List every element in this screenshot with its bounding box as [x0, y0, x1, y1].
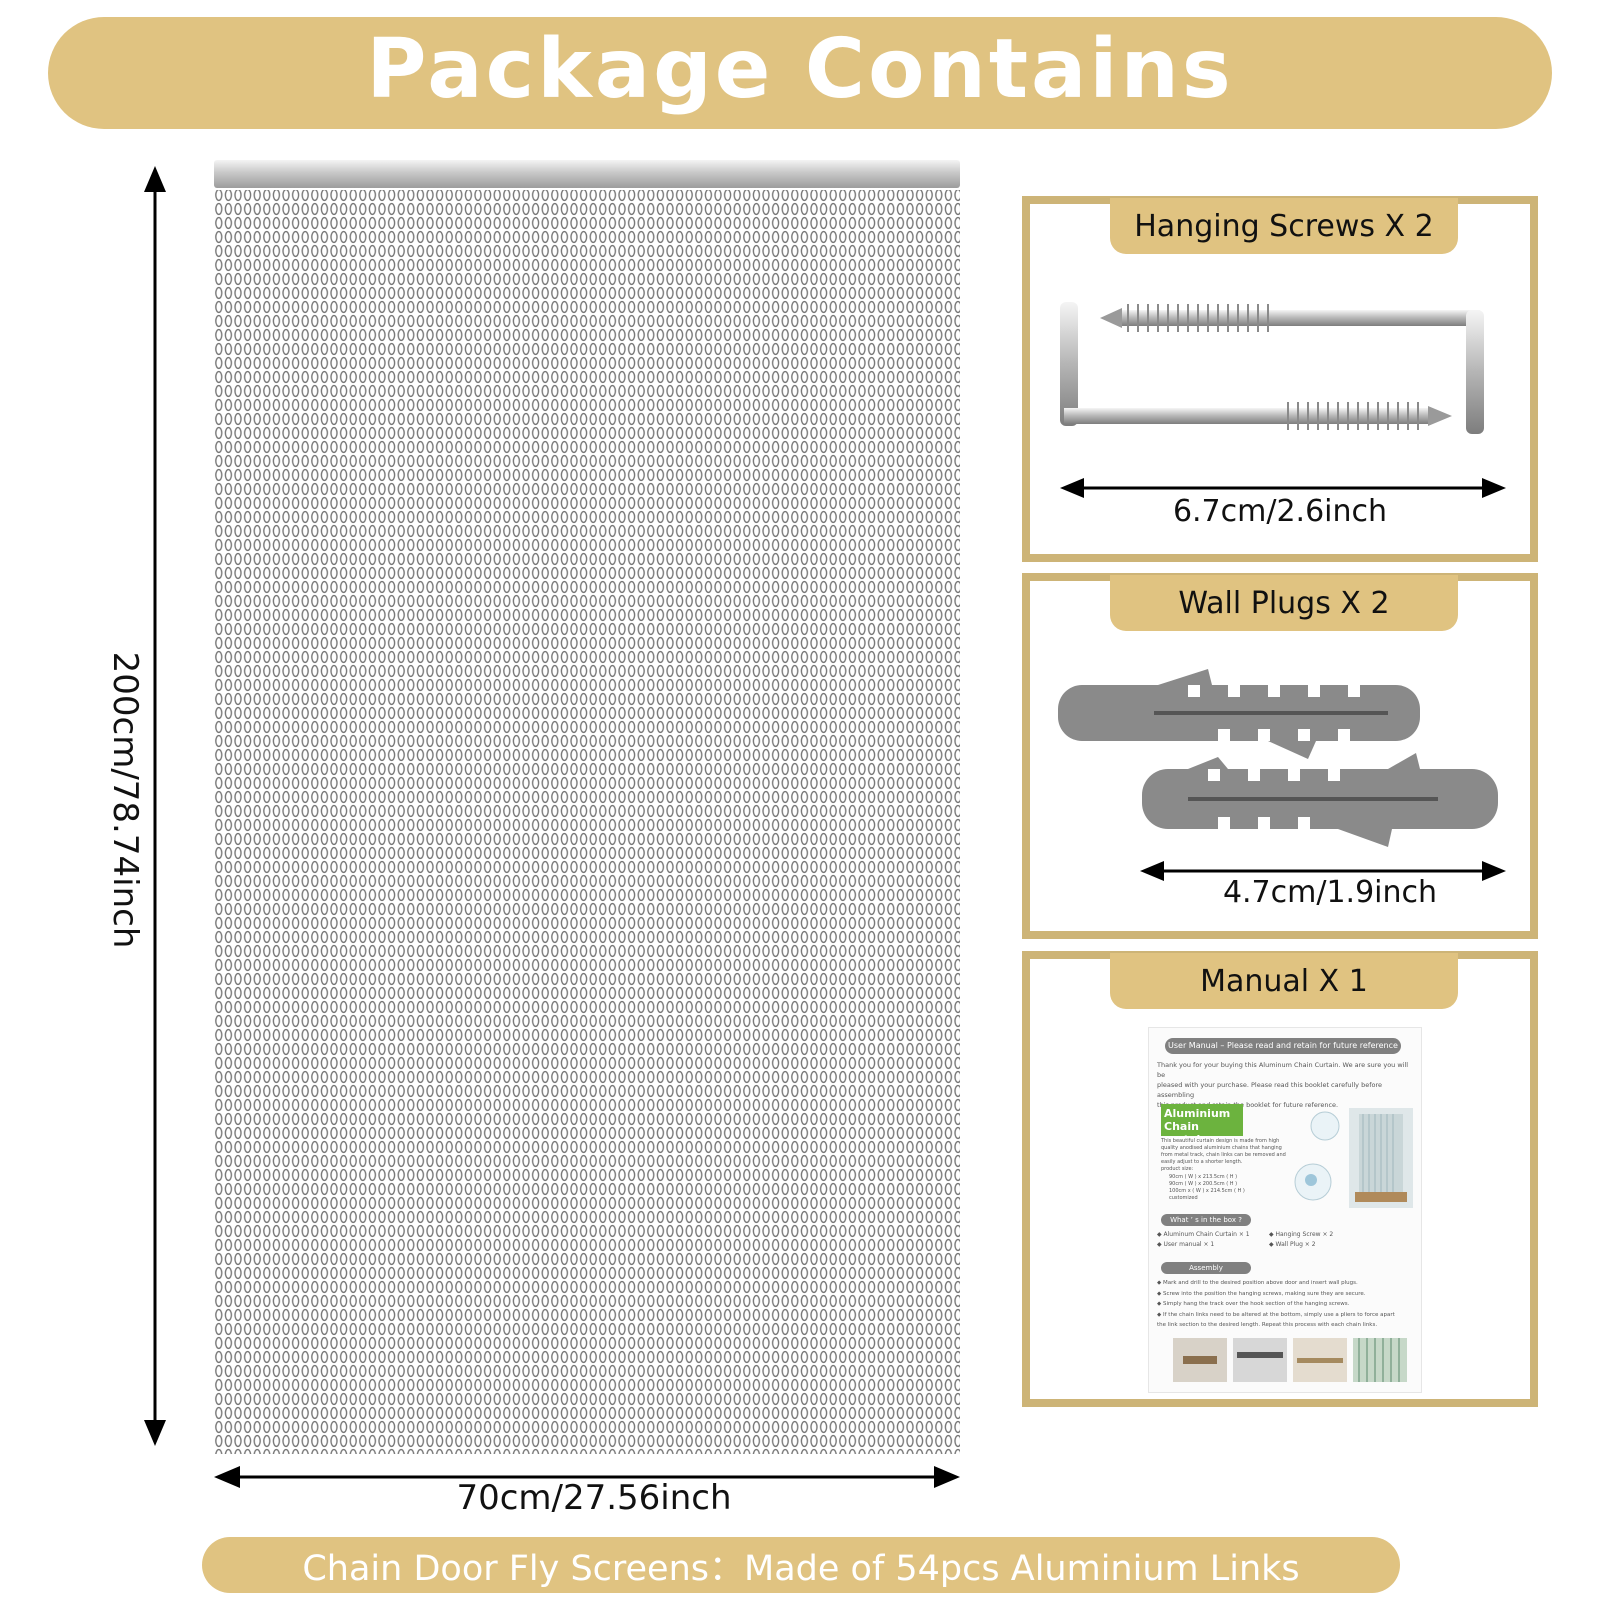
- wall-plugs-tab: Wall Plugs X 2: [1110, 575, 1458, 631]
- hanging-screws-panel: Hanging Screws X 2: [1022, 196, 1538, 562]
- hanging-screws-tab: Hanging Screws X 2: [1110, 198, 1458, 254]
- wall-plug-icon: [1058, 669, 1498, 847]
- curtain-width-label: 70cm/27.56inch: [456, 1478, 732, 1518]
- wall-plugs-panel: Wall Plugs X 2: [1022, 573, 1538, 939]
- manual-sizes: 90cm ( W ) x 213.5cm ( H ) 90cm ( W ) x …: [1169, 1174, 1245, 1201]
- manual-curtain-photo: [1294, 1108, 1413, 1208]
- manual-box-right: ◆ Hanging Screw × 2 ◆ Wall Plug × 2: [1269, 1231, 1334, 1248]
- manual-assembly-title: Assembly: [1161, 1262, 1251, 1274]
- footer-text: Chain Door Fly Screens：Made of 54pcs Alu…: [302, 1548, 1300, 1589]
- title-banner: Package Contains: [48, 17, 1552, 129]
- width-arrow-icon: [214, 1466, 960, 1488]
- manual-box-left: ◆ Aluminum Chain Curtain × 1 ◆ User manu…: [1157, 1231, 1250, 1248]
- chain-links: [214, 190, 960, 1454]
- hook-screw-icon: [1060, 302, 1484, 434]
- plug-width-arrow-icon: [1140, 861, 1506, 881]
- plug-dimension-label: 4.7cm/1.9inch: [1222, 875, 1438, 910]
- manual-product-title: Aluminium Chain curtain: [1161, 1104, 1243, 1146]
- screw-dimension-label: 6.7cm/2.6inch: [1172, 494, 1388, 529]
- height-arrow-icon: [144, 166, 166, 1446]
- page-title: Package Contains: [366, 21, 1234, 117]
- curtain-height-label: 200cm/78.74inch: [105, 651, 145, 949]
- manual-intro: Thank you for your buying this Aluminum …: [1157, 1061, 1409, 1109]
- chain-curtain-image: [214, 160, 960, 1454]
- screw-width-arrow-icon: [1060, 478, 1506, 498]
- manual-box-title: What ’ s in the box ?: [1161, 1214, 1251, 1226]
- manual-product-desc: This beautiful curtain design is made fr…: [1161, 1138, 1286, 1172]
- manual-document-icon: User Manual – Please read and retain for…: [1148, 1027, 1422, 1393]
- manual-assembly-photos: [1173, 1338, 1407, 1382]
- footer-banner: Chain Door Fly Screens：Made of 54pcs Alu…: [202, 1537, 1400, 1593]
- curtain-track: [214, 160, 960, 188]
- manual-assembly-steps: ◆ Mark and drill to the desired position…: [1157, 1280, 1395, 1328]
- manual-header: User Manual – Please read and retain for…: [1165, 1038, 1401, 1054]
- manual-panel: Manual X 1 User Manual – Please read and…: [1022, 951, 1538, 1407]
- manual-tab: Manual X 1: [1110, 953, 1458, 1009]
